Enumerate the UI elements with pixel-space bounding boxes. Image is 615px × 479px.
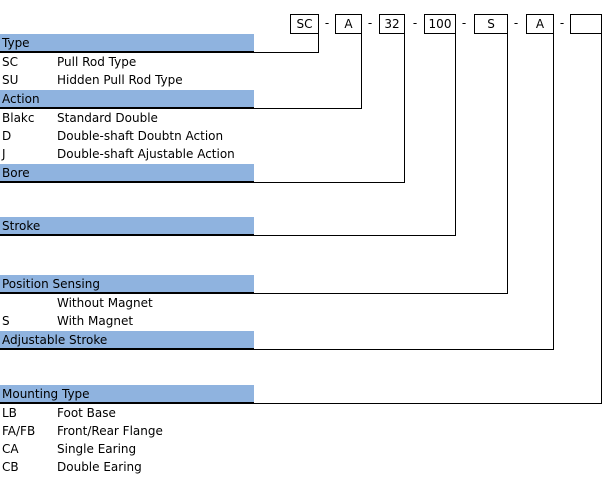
- code-dash: -: [324, 16, 330, 30]
- option-row: LB Foot Base: [0, 404, 254, 422]
- section-divider: [0, 293, 254, 294]
- connector-action: [254, 34, 362, 109]
- code-dash: -: [412, 16, 418, 30]
- option-desc: Hidden Pull Rod Type: [57, 73, 183, 87]
- code-dash: -: [461, 16, 467, 30]
- section-header-bore: Bore: [0, 164, 254, 182]
- option-desc: Pull Rod Type: [57, 55, 137, 69]
- option-row: CB Double Earing: [0, 458, 254, 476]
- code-box-mounting-type: [570, 14, 602, 34]
- section-header-type: Type: [0, 34, 254, 52]
- option-desc: Double-shaft Ajustable Action: [57, 147, 235, 161]
- option-code: FA/FB: [2, 424, 36, 438]
- option-code: Blakc: [2, 111, 35, 125]
- section-divider: [0, 235, 254, 236]
- section-header-mounting-type: Mounting Type: [0, 385, 254, 403]
- option-code: CB: [2, 460, 19, 474]
- code-box-bore: 32: [379, 14, 405, 34]
- connector-mounting-type: [254, 34, 602, 404]
- connector-bore: [254, 34, 405, 183]
- connector-type: [254, 34, 319, 53]
- section-divider: [0, 108, 254, 109]
- connector-position-sensing: [254, 34, 508, 294]
- option-code: D: [2, 129, 12, 143]
- section-header-position-sensing: Position Sensing: [0, 275, 254, 293]
- option-desc: Foot Base: [57, 406, 116, 420]
- option-code: LB: [2, 406, 17, 420]
- option-desc: Single Earing: [57, 442, 137, 456]
- option-code: CA: [2, 442, 19, 456]
- connector-stroke: [254, 34, 456, 236]
- code-box-action: A: [335, 14, 362, 34]
- section-header-adjustable-stroke: Adjustable Stroke: [0, 331, 254, 349]
- option-row: FA/FB Front/Rear Flange: [0, 422, 254, 440]
- code-box-position-sensing: S: [474, 14, 508, 34]
- section-header-action: Action: [0, 90, 254, 108]
- section-divider: [0, 52, 254, 53]
- option-desc: Front/Rear Flange: [57, 424, 163, 438]
- option-desc: With Magnet: [57, 314, 134, 328]
- section-header-stroke: Stroke: [0, 217, 254, 235]
- option-code: J: [2, 147, 6, 161]
- code-box-stroke: 100: [424, 14, 456, 34]
- option-desc: Standard Double: [57, 111, 158, 125]
- code-dash: -: [367, 16, 373, 30]
- code-box-type: SC: [290, 14, 319, 34]
- option-row: S With Magnet: [0, 312, 254, 330]
- option-row: J Double-shaft Ajustable Action: [0, 145, 254, 163]
- option-row: CA Single Earing: [0, 440, 254, 458]
- option-code: SU: [2, 73, 19, 87]
- option-code: SC: [2, 55, 18, 69]
- option-row: SU Hidden Pull Rod Type: [0, 71, 254, 89]
- connector-adjustable-stroke: [254, 34, 554, 350]
- option-code: S: [2, 314, 10, 328]
- section-divider: [0, 349, 254, 350]
- option-row: Blakc Standard Double: [0, 109, 254, 127]
- option-row: SC Pull Rod Type: [0, 53, 254, 71]
- code-box-adjustable-stroke: A: [526, 14, 554, 34]
- section-divider: [0, 182, 254, 183]
- section-divider: [0, 403, 254, 404]
- option-row: D Double-shaft Doubtn Action: [0, 127, 254, 145]
- option-desc: Double-shaft Doubtn Action: [57, 129, 224, 143]
- option-desc: Without Magnet: [57, 296, 153, 310]
- code-dash: -: [513, 16, 519, 30]
- code-dash: -: [559, 16, 565, 30]
- option-row: Without Magnet: [0, 294, 254, 312]
- option-desc: Double Earing: [57, 460, 142, 474]
